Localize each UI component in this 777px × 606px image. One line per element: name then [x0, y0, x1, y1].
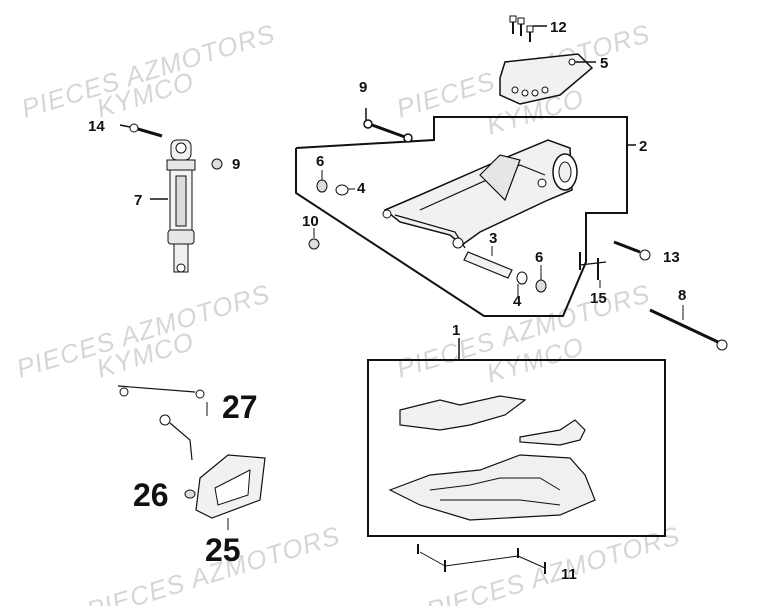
callout-12: 12 [550, 19, 567, 36]
callout-14: 14 [88, 118, 105, 135]
swingarm-group-outline [295, 116, 628, 317]
mount-bracket-part [117, 385, 266, 530]
callout-1: 1 [452, 322, 460, 339]
callout-15: 15 [590, 290, 607, 307]
watermark-text: PIECES AZMOTORS [423, 520, 684, 606]
callout-25: 25 [205, 532, 241, 568]
callout-13: 13 [663, 249, 680, 266]
shock-absorber-part [119, 123, 223, 273]
callout-9: 9 [359, 79, 367, 96]
callout-3: 3 [489, 230, 497, 247]
callout-11: 11 [561, 566, 577, 583]
callout-4: 4 [357, 180, 366, 197]
shroud-part [388, 395, 596, 521]
axle-bolt-part [649, 305, 728, 351]
pin-part [463, 246, 547, 296]
nut-part [308, 228, 320, 250]
callout-26: 26 [133, 477, 169, 513]
watermarks: PIECES AZMOTORS KYMCO PIECES AZMOTORS KY… [13, 18, 684, 606]
bolt-part [417, 544, 546, 574]
callout-4: 4 [513, 293, 522, 310]
swingarm-part [382, 139, 578, 249]
bolt-part [363, 108, 413, 143]
callout-8: 8 [678, 287, 686, 304]
callout-7: 7 [134, 192, 142, 209]
callout-9: 9 [232, 156, 240, 173]
bolt-part [579, 252, 607, 288]
bushing-part [316, 170, 355, 196]
bolt-part [509, 15, 534, 42]
callout-10: 10 [302, 213, 319, 230]
callout-2: 2 [639, 138, 647, 155]
callout-5: 5 [600, 55, 608, 72]
callout-6: 6 [316, 153, 324, 170]
bracket-part [499, 53, 594, 105]
bolt-part [613, 240, 651, 261]
callout-27: 27 [222, 389, 258, 425]
shroud-group-outline [367, 359, 666, 537]
callout-6: 6 [535, 249, 543, 266]
